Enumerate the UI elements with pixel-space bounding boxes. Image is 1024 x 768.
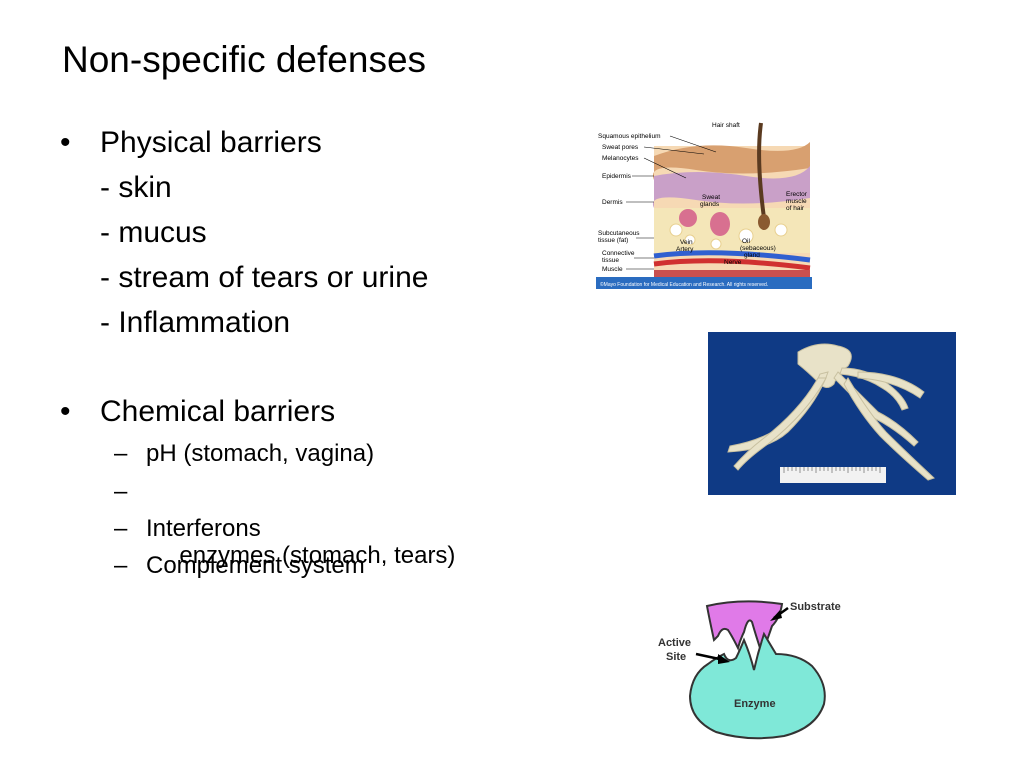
label-enzyme: Enzyme — [734, 698, 776, 710]
list-item-text: Complement system — [146, 552, 365, 579]
label-sweat-pores: Sweat pores — [602, 144, 639, 151]
dash-marker: – — [114, 515, 128, 542]
enzyme-shape — [688, 631, 826, 740]
bullet-marker: • — [60, 395, 71, 428]
list-item: – pH (stomach, vagina) — [114, 438, 375, 470]
list-item: – enzymes (stomach, tears) — [114, 476, 456, 604]
label-dermis: Dermis — [602, 199, 623, 206]
list-item: - mucus — [100, 216, 207, 249]
label-connective: tissue — [602, 257, 619, 264]
list-item: - skin — [100, 171, 172, 204]
label-oil-gland: (sebaceous) — [740, 245, 776, 252]
label-vein: Vein — [680, 239, 693, 246]
skin-diagram: ©Mayo Foundation for Medical Education a… — [596, 118, 812, 289]
label-erector: Erector — [786, 191, 808, 198]
bullet-physical-barriers: • Physical barriers — [60, 124, 322, 162]
label-active-site: Site — [666, 651, 686, 663]
heading-physical-barriers: Physical barriers — [100, 126, 322, 159]
dash-marker: – — [114, 478, 128, 505]
dash-marker: – — [114, 552, 128, 579]
list-item: – Interferons — [114, 513, 261, 545]
label-sweat-glands: glands — [700, 201, 720, 208]
list-item-text: Interferons — [146, 515, 261, 542]
slide-title: Non-specific defenses — [62, 39, 427, 80]
label-active-site: Active — [658, 637, 691, 649]
list-item-text: pH (stomach, vagina) — [146, 440, 375, 467]
label-squamous: Squamous epithelium — [598, 133, 661, 140]
label-sweat-glands: Sweat — [702, 194, 720, 201]
list-item: - stream of tears or urine — [100, 261, 429, 294]
list-item: - Inflammation — [100, 306, 291, 339]
label-subcutaneous: tissue (fat) — [598, 237, 628, 244]
label-oil-gland: gland — [744, 252, 760, 259]
enzyme-diagram: Substrate Active Site Enzyme — [652, 592, 862, 742]
label-oil-gland: Oil — [742, 238, 751, 245]
label-connective: Connective — [602, 250, 635, 257]
label-melanocytes: Melanocytes — [602, 155, 639, 162]
list-item-text: enzymes (stomach, tears) — [172, 542, 456, 569]
heading-chemical-barriers: Chemical barriers — [100, 395, 336, 428]
label-hair-shaft: Hair shaft — [712, 122, 740, 129]
list-item: – Complement system — [114, 550, 365, 582]
label-epidermis: Epidermis — [602, 173, 632, 180]
label-substrate: Substrate — [790, 601, 841, 613]
label-artery: Artery — [676, 246, 694, 253]
substrate-arrowhead — [770, 610, 782, 621]
label-nerve: Nerve — [724, 259, 742, 266]
mucus-specimen-photo — [708, 332, 956, 495]
label-erector: of hair — [786, 205, 805, 212]
copyright-text: ©Mayo Foundation for Medical Education a… — [600, 281, 768, 288]
bullet-marker: • — [60, 126, 71, 159]
label-muscle: Muscle — [602, 266, 623, 273]
bullet-chemical-barriers: • Chemical barriers — [60, 393, 336, 431]
label-subcutaneous: Subcutaneous — [598, 230, 640, 237]
active-site-arrowhead — [718, 654, 730, 664]
label-erector: muscle — [786, 198, 807, 205]
dash-marker: – — [114, 440, 128, 467]
